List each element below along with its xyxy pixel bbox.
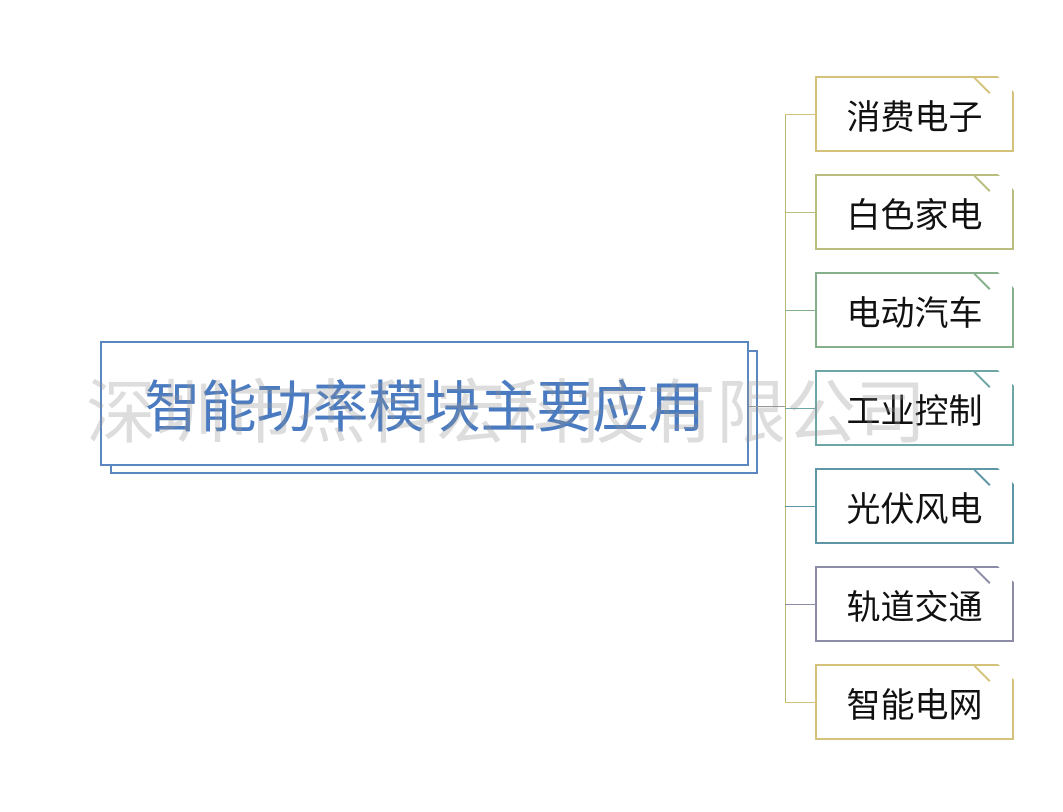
branch-connector bbox=[785, 212, 815, 213]
branch-node-label: 光伏风电 bbox=[846, 489, 983, 530]
branch-connector bbox=[785, 604, 815, 605]
branch-node: 轨道交通 bbox=[815, 565, 1015, 642]
branch-node: 光伏风电 bbox=[815, 467, 1015, 544]
central-topic-label: 智能功率模块主要应用 bbox=[144, 376, 705, 441]
folded-corner bbox=[997, 369, 1015, 387]
folded-corner bbox=[997, 663, 1015, 681]
branch-connector bbox=[785, 310, 815, 311]
branch-node: 工业控制 bbox=[815, 369, 1015, 446]
branch-connector bbox=[785, 506, 815, 507]
folded-corner bbox=[997, 565, 1015, 583]
branch-node: 白色家电 bbox=[815, 173, 1015, 250]
central-connector bbox=[749, 406, 785, 407]
branch-connector bbox=[785, 408, 815, 409]
branch-node-label: 工业控制 bbox=[846, 391, 983, 432]
branch-node-label: 智能电网 bbox=[846, 685, 983, 726]
folded-corner bbox=[997, 467, 1015, 485]
branch-node-label: 消费电子 bbox=[846, 97, 983, 138]
folded-corner bbox=[997, 173, 1015, 191]
branch-node: 智能电网 bbox=[815, 663, 1015, 740]
branch-connector bbox=[785, 702, 815, 703]
branch-node-label: 轨道交通 bbox=[846, 587, 983, 628]
branch-node: 电动汽车 bbox=[815, 271, 1015, 348]
branch-node-label: 白色家电 bbox=[846, 195, 983, 236]
branch-connector bbox=[785, 114, 815, 115]
folded-corner bbox=[997, 75, 1015, 93]
folded-corner bbox=[997, 271, 1015, 289]
central-topic: 智能功率模块主要应用 bbox=[100, 341, 749, 466]
branch-node-label: 电动汽车 bbox=[846, 293, 983, 334]
branch-node: 消费电子 bbox=[815, 75, 1015, 152]
